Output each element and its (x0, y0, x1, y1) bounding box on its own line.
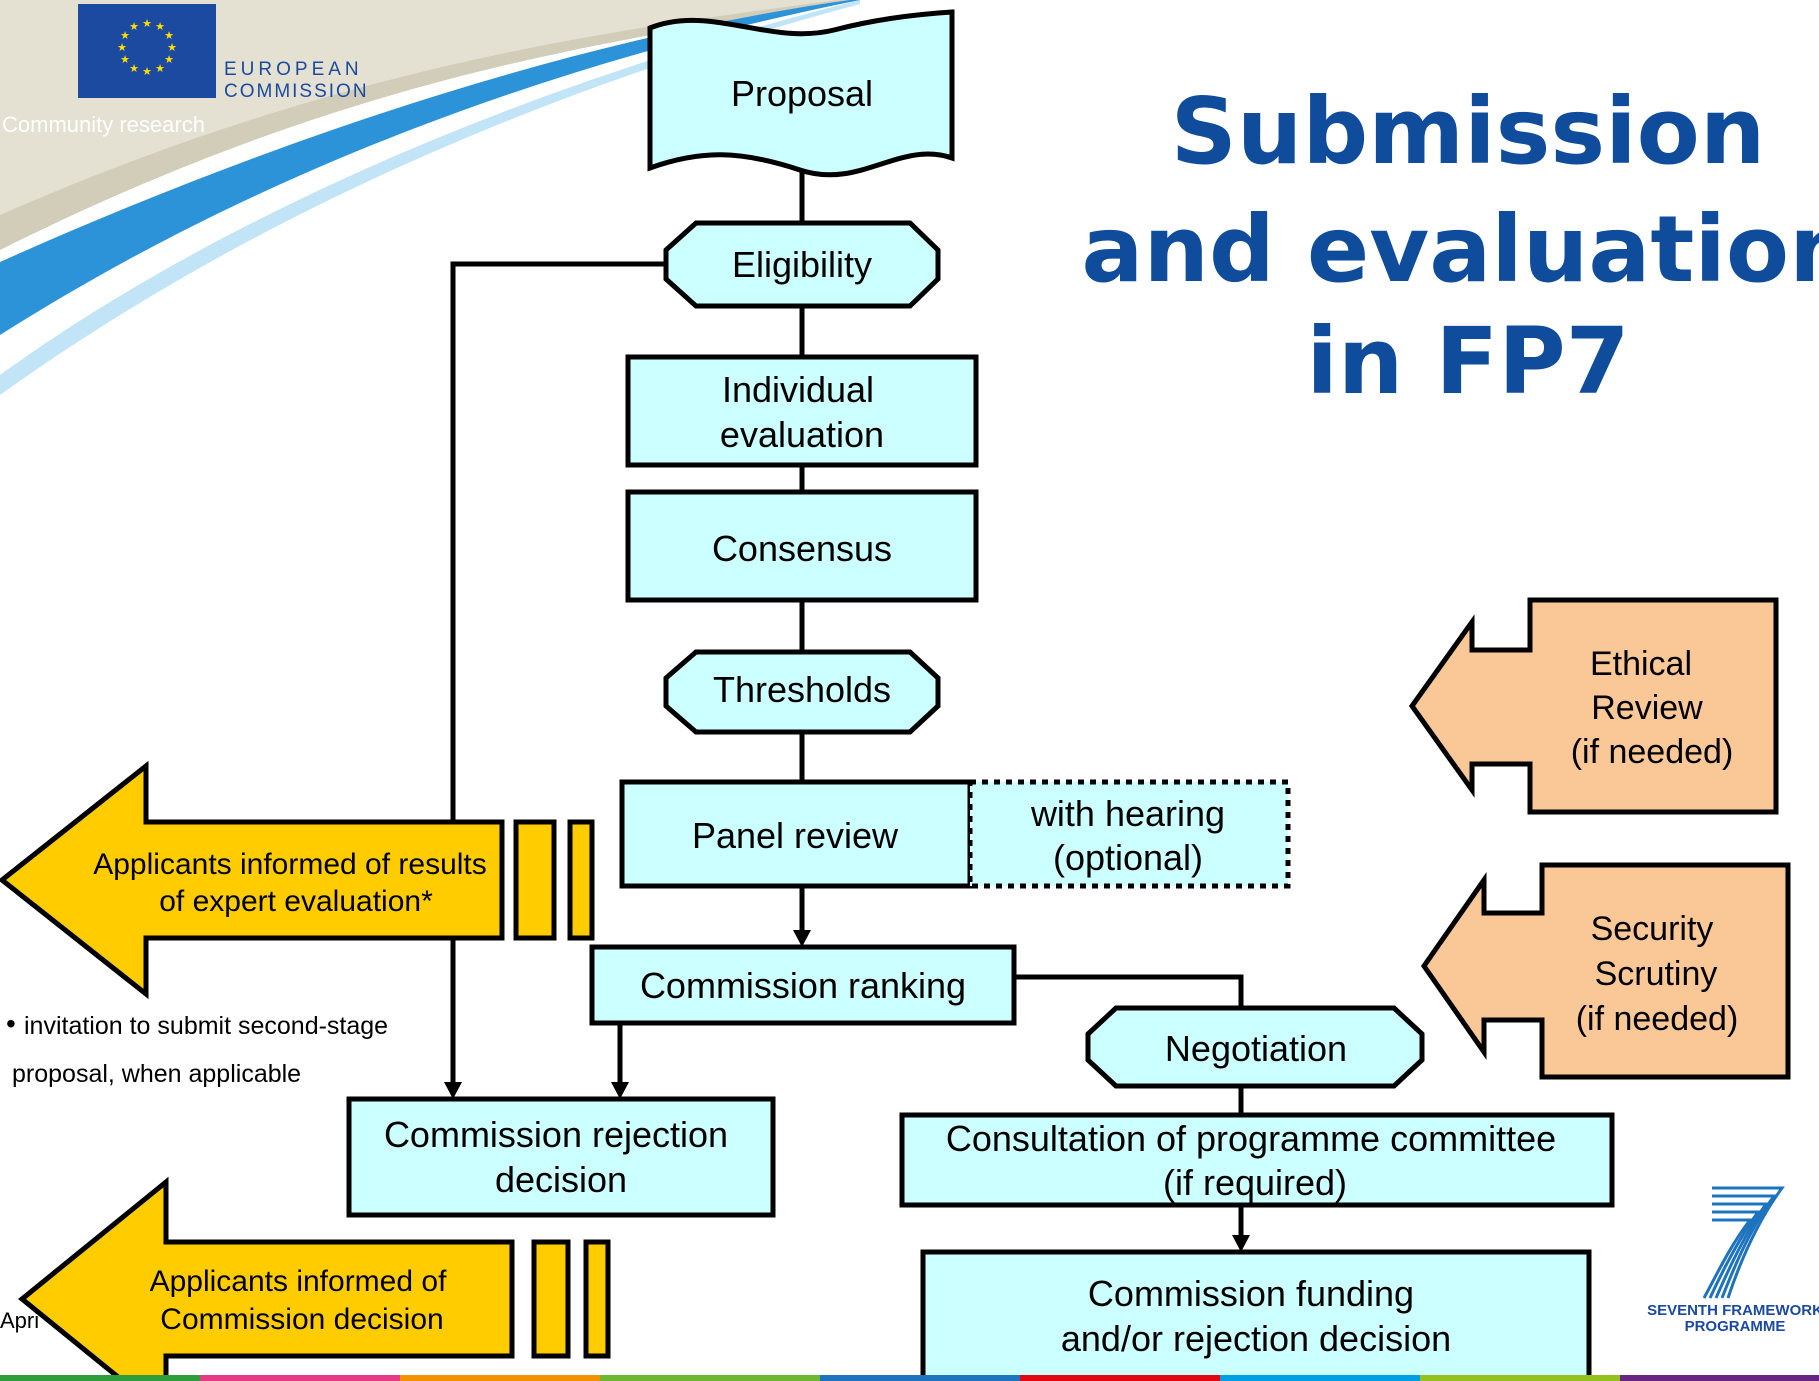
hearing-label-line1: with hearing (1030, 793, 1225, 834)
funding-label-line1: Commission funding (1088, 1273, 1414, 1314)
svg-text:★: ★ (129, 21, 139, 33)
ethical-label-line1: Ethical (1590, 645, 1692, 683)
consensus-label: Consensus (712, 528, 892, 569)
hearing-label-line2: (optional) (1053, 837, 1203, 878)
svg-text:★: ★ (142, 66, 152, 78)
rejection-decision-node: Commission rejection decision (346, 1096, 776, 1218)
title-line3: in FP7 (1306, 308, 1629, 415)
svg-text:★: ★ (155, 63, 165, 75)
security-label-line1: Security (1591, 910, 1714, 948)
connector-lines (450, 168, 1244, 1244)
proposal-label: Proposal (731, 73, 873, 114)
results-label-line1: Applicants informed of results (93, 848, 487, 881)
title-line1: Submission (1171, 78, 1766, 185)
fp7-logo-line2: PROGRAMME (1685, 1318, 1786, 1335)
page-title: Submission and evaluation in FP7 (1081, 78, 1819, 415)
eu-logo-line2: COMMISSION (224, 81, 369, 102)
title-line2: and evaluation (1081, 196, 1819, 303)
ranking-node: Commission ranking (589, 944, 1017, 1026)
proposal-node: Proposal (647, 9, 955, 178)
ethical-label-line2: Review (1591, 689, 1703, 727)
security-label-line2: Scrutiny (1595, 955, 1718, 993)
panel-review-label: Panel review (692, 815, 899, 856)
panel-review-node: Panel review (619, 779, 973, 889)
svg-text:★: ★ (120, 30, 130, 42)
consensus-node: Consensus (625, 489, 979, 603)
svg-text:★: ★ (164, 30, 174, 42)
individual-evaluation-node: Individual evaluation (625, 354, 979, 468)
bottom-color-strip (0, 1375, 1819, 1381)
consultation-label-line2: (if required) (1163, 1162, 1347, 1203)
rejection-label-line2: decision (495, 1159, 627, 1200)
decision-informed-arrow: Applicants informed of Commission decisi… (18, 1176, 611, 1381)
svg-text:★: ★ (155, 21, 165, 33)
consultation-label-line1: Consultation of programme committee (946, 1118, 1556, 1159)
security-label-line3: (if needed) (1576, 1000, 1739, 1038)
negotiation-label: Negotiation (1165, 1028, 1347, 1069)
funding-label-line2: and/or rejection decision (1061, 1318, 1451, 1359)
fp7-logo-line1: SEVENTH FRAMEWORK (1647, 1302, 1819, 1319)
fp7-logo: SEVENTH FRAMEWORK PROGRAMME (1647, 1186, 1819, 1335)
svg-text:★: ★ (142, 18, 152, 30)
eu-logo-line1: EUROPEAN (224, 59, 363, 80)
footnote-bullet: • (6, 1008, 16, 1039)
decision-label-line1: Applicants informed of (150, 1265, 447, 1298)
ranking-label: Commission ranking (640, 965, 966, 1006)
eu-logo: ★ ★ ★ ★ ★ ★ ★ ★ ★ ★ ★ ★ EUROPEAN COMMISS… (78, 4, 369, 102)
hearing-node: with hearing (optional) (967, 779, 1291, 889)
arrowheads (444, 930, 1250, 1252)
svg-text:★: ★ (164, 54, 174, 66)
svg-text:★: ★ (117, 42, 127, 54)
negotiation-node: Negotiation (1085, 1005, 1425, 1089)
svg-text:★: ★ (167, 42, 177, 54)
footnote: • invitation to submit second-stage prop… (6, 1008, 388, 1088)
footnote-line1: invitation to submit second-stage (24, 1012, 388, 1040)
individual-label-line2: evaluation (720, 414, 884, 455)
ethical-label-line3: (if needed) (1571, 733, 1734, 771)
funding-decision-node: Commission funding and/or rejection deci… (920, 1249, 1592, 1381)
security-scrutiny-arrow: Security Scrutiny (if needed) (1420, 862, 1791, 1080)
consultation-node: Consultation of programme committee (if … (899, 1112, 1615, 1208)
svg-text:★: ★ (120, 54, 130, 66)
eligibility-node: Eligibility (663, 220, 941, 309)
individual-label-line1: Individual (722, 369, 874, 410)
results-informed-arrow: Applicants informed of results of expert… (0, 760, 595, 1000)
thresholds-label: Thresholds (713, 669, 891, 710)
thresholds-node: Thresholds (663, 649, 941, 735)
ethical-review-arrow: Ethical Review (if needed) (1408, 597, 1779, 815)
svg-text:★: ★ (129, 63, 139, 75)
header-tagline: Community research (2, 112, 205, 137)
results-label-line2: of expert evaluation* (159, 885, 433, 918)
footer-date: Apri (0, 1308, 39, 1333)
footnote-line2: proposal, when applicable (12, 1060, 301, 1088)
rejection-label-line1: Commission rejection (384, 1114, 728, 1155)
eligibility-label: Eligibility (732, 244, 872, 285)
decision-label-line2: Commission decision (160, 1303, 443, 1336)
